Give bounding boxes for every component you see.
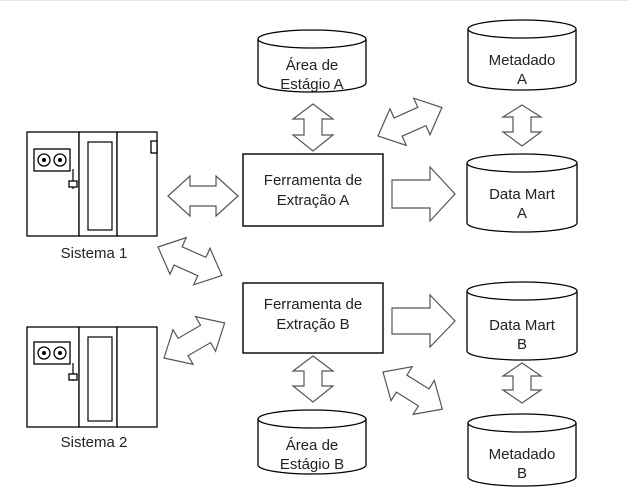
extraction-tool-a-line2: Extração A <box>277 192 350 209</box>
extraction-tool-b-line2: Extração B <box>276 316 349 333</box>
metadata-a-line1: Metadado <box>489 52 556 69</box>
data-mart-a-cylinder <box>466 153 578 233</box>
data-mart-b-line1: Data Mart <box>489 317 556 334</box>
extraction-tool-b-box <box>242 282 384 354</box>
double-arrow-tool-b-staging-b <box>291 355 335 403</box>
double-arrow-system2-tool-b <box>163 315 226 366</box>
data-mart-a-line2: A <box>517 205 527 222</box>
extraction-tool-b-line1: Ferramenta de <box>264 296 362 313</box>
data-mart-a-line1: Data Mart <box>489 186 556 203</box>
extraction-tool-a-box <box>242 153 384 227</box>
metadata-a-cylinder <box>467 19 577 91</box>
system-2-label: Sistema 2 <box>61 434 128 451</box>
double-arrow-system1-tool-a <box>167 174 239 218</box>
double-arrow-tool-a-metadata-a <box>377 97 443 147</box>
double-arrow-metadata-a-data-mart-a <box>500 104 544 147</box>
double-arrow-system1-tool-b <box>157 236 223 286</box>
system-1-label: Sistema 1 <box>61 245 128 262</box>
staging-area-a-line2: Estágio A <box>280 76 343 93</box>
data-mart-b-line2: B <box>517 336 527 353</box>
metadata-b-line1: Metadado <box>489 446 556 463</box>
extraction-tool-a-line1: Ferramenta de <box>264 172 362 189</box>
staging-area-b-line1: Área de <box>286 437 339 454</box>
data-mart-b-cylinder <box>466 281 578 361</box>
staging-area-a-cylinder <box>257 29 367 93</box>
metadata-a-line2: A <box>517 71 527 88</box>
double-arrow-tool-b-metadata-b <box>382 365 444 416</box>
double-arrow-staging-a-tool-a <box>291 103 335 152</box>
arrow-tool-b-to-data-mart-b <box>391 293 456 349</box>
double-arrow-data-mart-b-metadata-b <box>501 362 543 404</box>
arrow-tool-a-to-data-mart-a <box>391 165 456 223</box>
staging-area-b-line2: Estágio B <box>280 456 344 473</box>
system-2-machine <box>26 326 158 428</box>
metadata-b-line2: B <box>517 465 527 482</box>
system-1-machine <box>26 131 158 237</box>
staging-area-a-line1: Área de <box>286 57 339 74</box>
staging-area-b-cylinder <box>257 409 367 475</box>
metadata-b-cylinder <box>467 413 577 487</box>
